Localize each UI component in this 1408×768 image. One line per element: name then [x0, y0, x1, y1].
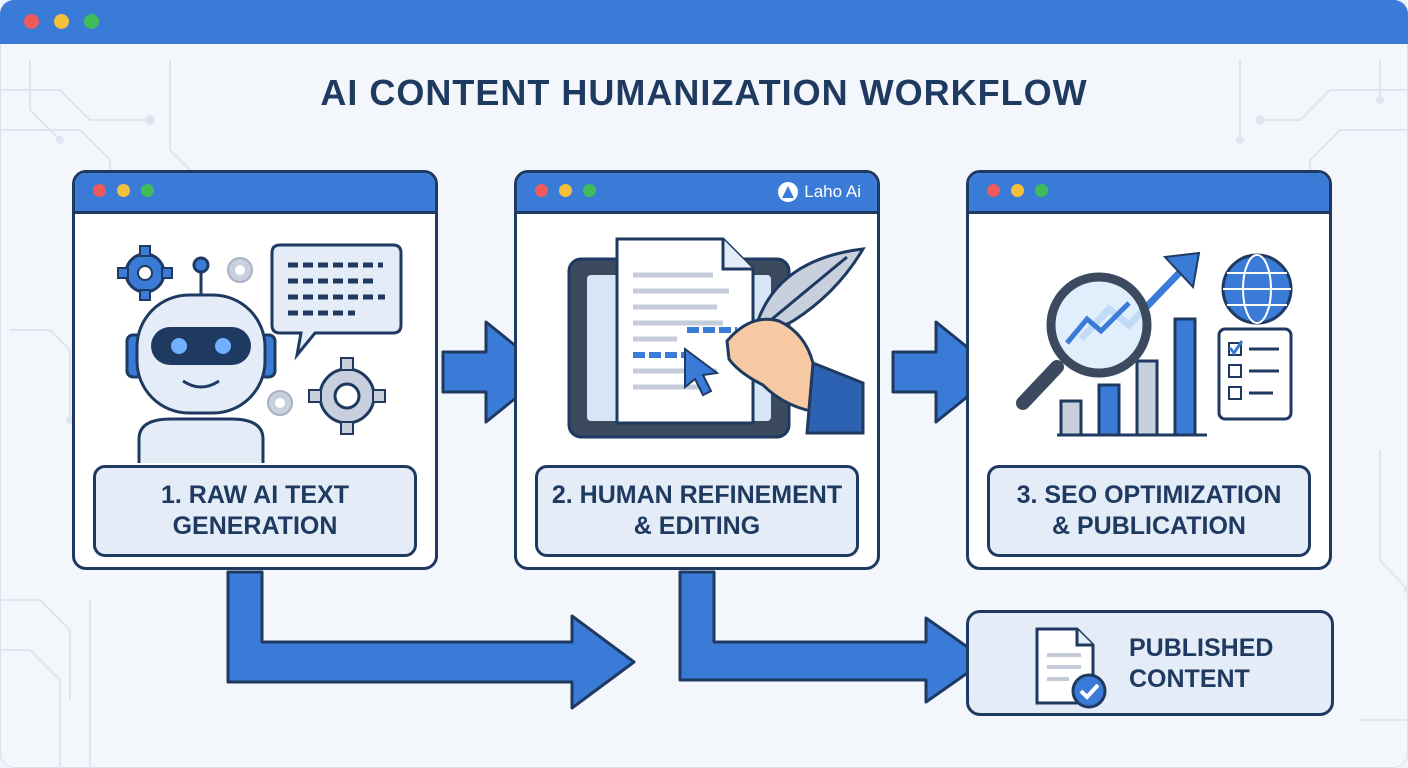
page-title: AI CONTENT HUMANIZATION WORKFLOW [320, 72, 1088, 113]
magnifier-icon [1016, 272, 1152, 410]
panel-maximize-dot [1035, 184, 1048, 197]
step-label: 3. SEO OPTIMIZATION & PUBLICATION [1016, 481, 1282, 540]
panel-minimize-dot [1011, 184, 1024, 197]
seo-illustration [1016, 251, 1293, 437]
document-check-icon [1035, 627, 1107, 709]
published-content-box: PUBLISHED CONTENT [966, 610, 1334, 716]
robot-icon [125, 256, 277, 463]
brand-badge: Laho Ai [778, 180, 861, 204]
hand-icon [725, 317, 865, 435]
panel-close-dot [535, 184, 548, 197]
panel-minimize-dot [559, 184, 572, 197]
step-label-box: 3. SEO OPTIMIZATION & PUBLICATION [987, 465, 1311, 557]
result-label: PUBLISHED CONTENT [1129, 634, 1274, 693]
document-icon [615, 237, 755, 425]
step-label: 1. RAW AI TEXT GENERATION [161, 481, 349, 540]
checklist-icon [1217, 327, 1293, 421]
arrow-step1-down [226, 570, 636, 710]
raw-ai-illustration [117, 243, 403, 463]
gear-icon [117, 245, 173, 301]
bar-chart-icon [1057, 317, 1207, 437]
panel-titlebar: Laho Ai [517, 173, 877, 214]
window-titlebar [0, 0, 1408, 44]
gear-icon [227, 257, 253, 283]
step-label: 2. HUMAN REFINEMENT & EDITING [551, 481, 843, 540]
window-close-button[interactable] [24, 14, 39, 29]
panel-maximize-dot [583, 184, 596, 197]
step-panel-seo: 3. SEO OPTIMIZATION & PUBLICATION [966, 170, 1332, 570]
step-panel-human-refinement: Laho Ai [514, 170, 880, 570]
globe-icon [1221, 253, 1293, 325]
step-label-box: 1. RAW AI TEXT GENERATION [93, 465, 417, 557]
cursor-icon [684, 347, 720, 397]
window-minimize-button[interactable] [54, 14, 69, 29]
arrow-step2-to-result [678, 570, 988, 704]
panel-close-dot [987, 184, 1000, 197]
brand-logo-icon [778, 182, 799, 202]
step-label-box: 2. HUMAN REFINEMENT & EDITING [535, 465, 859, 557]
gear-icon [267, 390, 293, 416]
window-maximize-button[interactable] [84, 14, 99, 29]
step-panel-raw-ai: 1. RAW AI TEXT GENERATION [72, 170, 438, 570]
brand-name: Laho Ai [804, 182, 861, 201]
human-refinement-illustration [567, 237, 866, 439]
panel-titlebar [75, 173, 435, 214]
panel-close-dot [93, 184, 106, 197]
panel-titlebar [969, 173, 1329, 214]
gear-icon [308, 357, 386, 435]
speech-bubble-icon [270, 243, 403, 361]
panel-minimize-dot [117, 184, 130, 197]
panel-maximize-dot [141, 184, 154, 197]
